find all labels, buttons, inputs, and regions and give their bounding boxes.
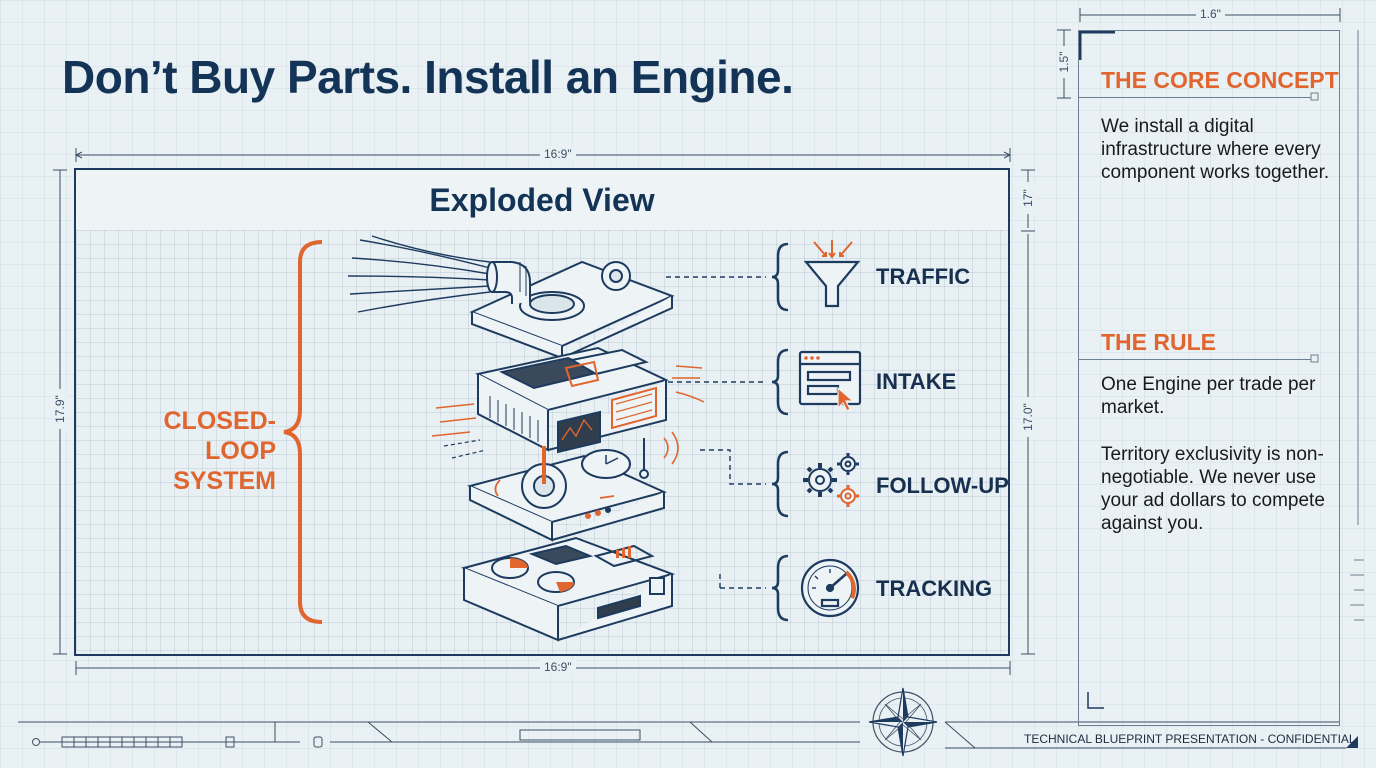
dimension-panel-width: 1.6" (1196, 7, 1225, 21)
form-window-icon (798, 350, 862, 412)
funnel-icon (803, 240, 861, 308)
component-label-follow-up: FOLLOW-UP (876, 473, 1009, 498)
closed-loop-label-line2: SYSTEM (173, 467, 276, 495)
core-concept-rule (1079, 97, 1315, 98)
traffic-layer (469, 260, 675, 360)
component-label-tracking: TRACKING (876, 576, 993, 601)
page-title: Don’t Buy Parts. Install an Engine. (62, 51, 794, 103)
tracking-layer (460, 536, 676, 642)
component-label-traffic: TRAFFIC (876, 264, 971, 289)
exploded-view-title: Exploded View (429, 181, 655, 218)
rule-text-2: Territory exclusivity is non-negotiable.… (1101, 444, 1325, 534)
closed-loop-brace (283, 240, 323, 624)
compass-rose-icon (868, 687, 938, 757)
intake-layer (475, 346, 669, 454)
gauge-icon (800, 558, 860, 618)
dimension-bottom-width: 16:9" (540, 660, 576, 674)
rule-heading: THE RULE (1101, 329, 1216, 355)
core-concept-heading: THE CORE CONCEPT (1101, 67, 1339, 93)
rule-divider (1079, 359, 1315, 360)
side-panel: THE CORE CONCEPT We install a digital in… (1078, 30, 1340, 726)
follow-up-layer (466, 431, 679, 542)
footer-confidential: TECHNICAL BLUEPRINT PRESENTATION - CONFI… (1024, 732, 1356, 746)
dimension-top-width: 16:9" (540, 147, 576, 161)
rule-text-1: One Engine per trade per market. (1101, 374, 1316, 418)
gears-icon (803, 453, 859, 507)
closed-loop-label-line1: CLOSED-LOOP (163, 407, 277, 465)
closed-loop-label: CLOSED-LOOP SYSTEM (98, 406, 277, 496)
core-concept-text: We install a digital infrastructure wher… (1101, 116, 1330, 183)
component-label-intake: INTAKE (876, 369, 957, 394)
